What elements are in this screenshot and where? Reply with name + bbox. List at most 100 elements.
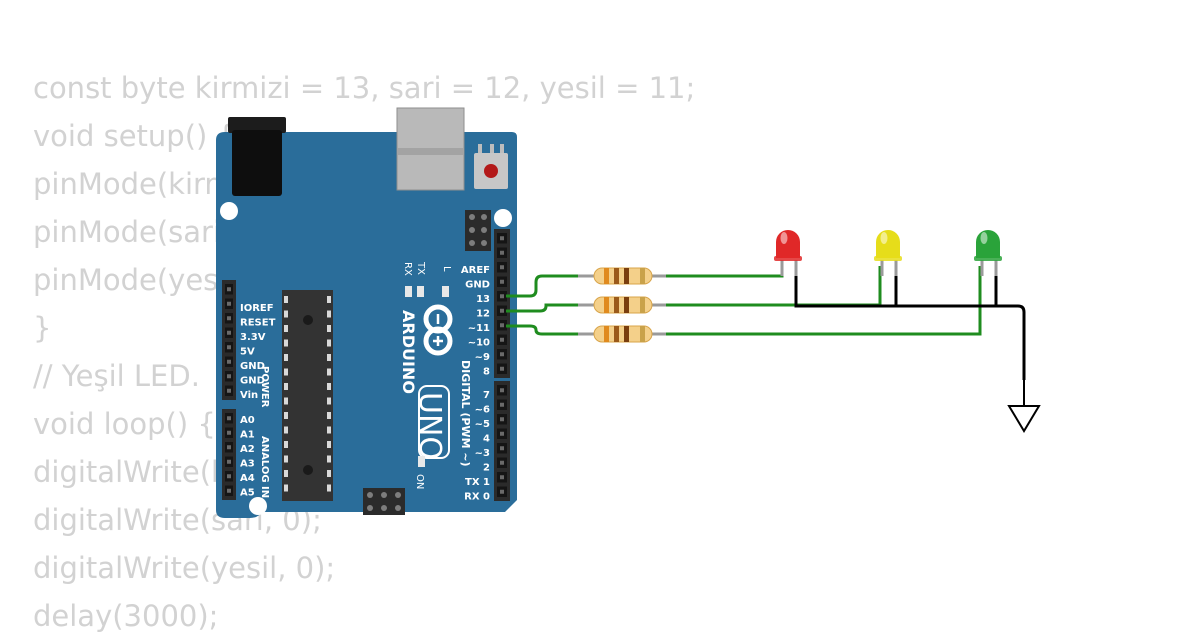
chip-pin [327, 296, 331, 303]
chip-pin [284, 354, 288, 361]
pin-label: ~9 [475, 352, 490, 363]
chip-pin [284, 368, 288, 376]
digital-header-top [494, 229, 510, 378]
wire-ground-bus[interactable] [794, 266, 1026, 380]
uno-model-label: UNO [412, 392, 447, 460]
analog-section-label: ANALOG IN [259, 436, 270, 498]
header-pin-contact [227, 330, 231, 335]
mounting-hole [220, 202, 238, 220]
usb-connector-band [397, 148, 464, 155]
digital-header-bottom [494, 381, 510, 501]
chip-pin [284, 484, 288, 492]
header-pin-contact [227, 374, 231, 379]
header-pin-contact [500, 308, 504, 313]
rx-label: RX [402, 262, 413, 276]
pin-label: GND [240, 376, 265, 387]
header-block [494, 381, 510, 501]
l-led [442, 286, 449, 297]
chip-pin [327, 354, 331, 361]
reset-leg [500, 144, 504, 153]
code-line: // Yeşil LED. [33, 359, 200, 393]
code-line: const byte kirmizi = 13, sari = 12, yesi… [33, 71, 696, 105]
chip-pin [327, 339, 331, 347]
pin-label: A0 [240, 415, 255, 426]
resistor[interactable] [578, 296, 666, 314]
tx-label: TX [415, 261, 426, 275]
chip-pin [284, 455, 288, 463]
resistors [578, 267, 666, 343]
header-pin-contact [227, 430, 231, 435]
pin-label: IOREF [240, 303, 274, 314]
header-pin-contact [500, 250, 504, 255]
dc-jack-top [228, 117, 286, 133]
pin-label: ~3 [475, 448, 490, 459]
uno-label-frame [418, 385, 450, 459]
header-pin-contact [500, 388, 504, 393]
chip-pin [327, 441, 331, 448]
arduino-brand-label: ARDUINO [399, 310, 418, 394]
chip-pin [284, 441, 288, 448]
yellow-led[interactable] [874, 230, 902, 276]
analog-header [222, 409, 236, 500]
pin-label: ~6 [475, 405, 490, 416]
chip-pin [327, 383, 331, 390]
red-led[interactable] [774, 230, 802, 276]
mounting-hole [249, 497, 267, 515]
chip-pin [284, 325, 288, 332]
chip-pin [327, 426, 331, 434]
power-header [222, 280, 236, 400]
header-pin-contact [227, 445, 231, 450]
power-section-label: POWER [259, 366, 270, 408]
code-line: digitalWrite(yesil, 0); [33, 551, 336, 585]
green-led[interactable] [974, 230, 1002, 276]
icsp-header-top [465, 210, 491, 251]
chip-pin [327, 412, 331, 419]
digital-section-label: DIGITAL (PWM ~) [459, 360, 472, 467]
pin-label: A1 [240, 430, 255, 441]
ground-icon[interactable] [1007, 380, 1041, 433]
resistor[interactable] [578, 267, 666, 285]
header-pin-contact [227, 488, 231, 493]
header-pin-contact [500, 279, 504, 284]
reset-leg [490, 144, 494, 153]
mounting-hole [494, 209, 512, 227]
pin-label: ~10 [468, 338, 490, 349]
header-pin-contact [227, 359, 231, 364]
chip-pin [327, 484, 331, 492]
resistor[interactable] [578, 325, 666, 343]
code-editor-background: const byte kirmizi = 13, sari = 12, yesi… [33, 64, 695, 640]
header-pin-contact [500, 402, 504, 407]
chip-pin [284, 296, 288, 303]
pin-label: A3 [240, 459, 255, 470]
chip-pin [284, 383, 288, 390]
header-pin-contact [500, 366, 504, 371]
l-led-label: L [441, 266, 452, 272]
header-pin-contact [500, 236, 504, 241]
header-pin-contact [500, 489, 504, 494]
code-line: void loop() { [33, 407, 216, 441]
header-pin-contact [227, 388, 231, 393]
pin-label: RX 0 [464, 492, 490, 503]
pin-label: 4 [483, 434, 490, 445]
header-pin-contact [500, 446, 504, 451]
header-pin-contact [500, 352, 504, 357]
on-led [418, 456, 425, 467]
header-pin-contact [500, 323, 504, 328]
atmega-chip [282, 290, 333, 501]
reset-leg [478, 144, 482, 153]
wire-pin13-red[interactable] [506, 266, 784, 298]
icsp-header-bottom [363, 488, 405, 515]
pin-label: 2 [483, 463, 490, 474]
pin-label: AREF [461, 265, 490, 276]
wire-pin11-green[interactable] [506, 266, 982, 336]
chip-pin [327, 310, 331, 318]
on-label: ON [414, 474, 425, 489]
chip-pin [284, 426, 288, 434]
chip-pin [327, 325, 331, 332]
code-line: void setup() { [33, 119, 235, 153]
wire-pin12-yellow[interactable] [506, 266, 882, 313]
